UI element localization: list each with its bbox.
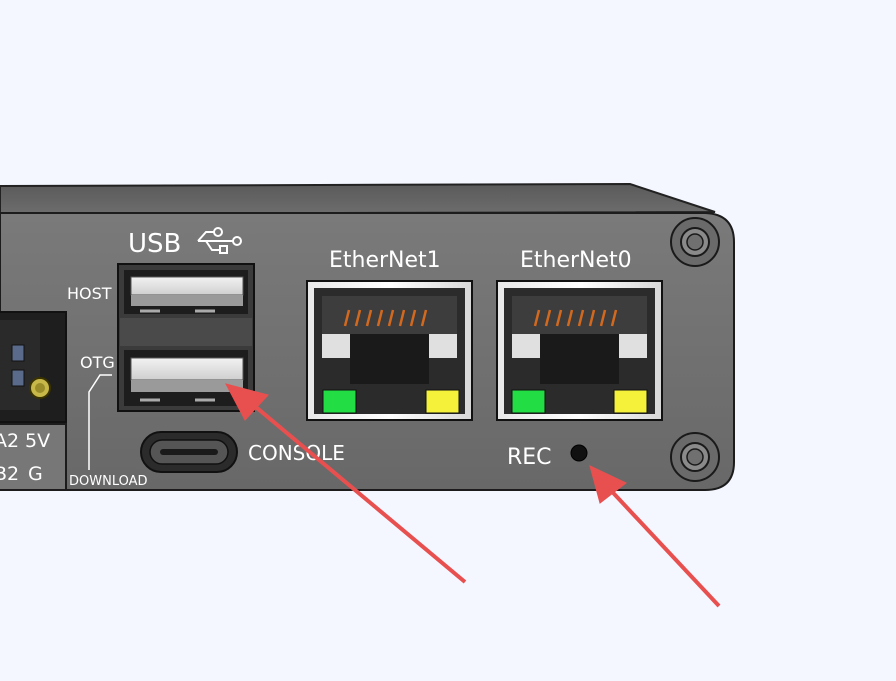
ethernet0-label: EtherNet0 <box>520 248 632 273</box>
screw-icon-bottom <box>670 432 720 482</box>
ethernet1-led-yellow <box>425 389 460 414</box>
download-bracket <box>88 374 112 470</box>
screw-icon-top <box>670 217 720 267</box>
terminal-label-b2: B2 <box>0 463 19 485</box>
terminal-label-a2: A2 <box>0 430 19 452</box>
chassis-top <box>0 182 716 216</box>
console-label: CONSOLE <box>248 441 345 465</box>
ethernet1-led-green <box>322 389 357 414</box>
rec-label: REC <box>507 445 552 470</box>
usb-otg-label: OTG <box>80 353 115 372</box>
arrow-icon-usb <box>225 383 467 584</box>
terminal-block: A2 5V B2 G <box>0 311 67 491</box>
ethernet0-led-green <box>511 389 546 414</box>
terminal-label-g: G <box>28 463 43 485</box>
usb-download-label: DOWNLOAD <box>69 474 148 489</box>
rec-button <box>570 444 588 462</box>
ethernet1-label: EtherNet1 <box>329 248 441 273</box>
terminal-label-5v: 5V <box>25 430 50 452</box>
usb-symbol-icon <box>197 227 242 254</box>
usb-c-console-port <box>140 431 238 473</box>
ethernet0-led-yellow <box>613 389 648 414</box>
usb-host-label: HOST <box>67 284 112 303</box>
usb-title: USB <box>128 229 181 259</box>
arrow-icon-rec <box>589 465 721 608</box>
ethernet1-port <box>306 280 473 421</box>
ethernet0-port <box>496 280 663 421</box>
